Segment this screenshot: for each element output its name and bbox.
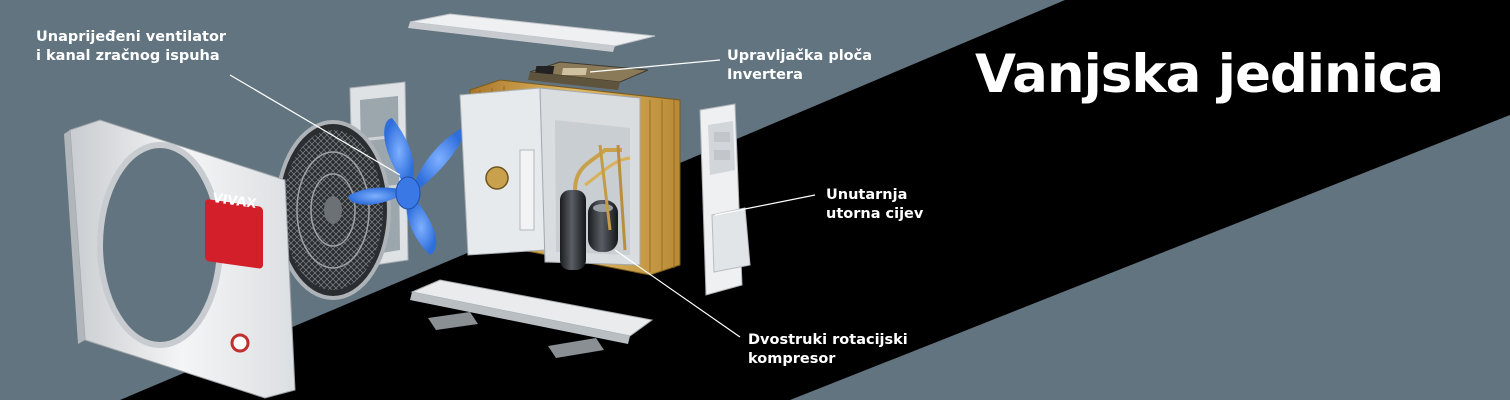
side-cover <box>699 103 751 296</box>
control-board <box>528 61 649 90</box>
top-cover <box>408 13 656 52</box>
callout-board: Upravljačka ploča Invertera <box>727 47 872 85</box>
base-tray <box>410 279 654 358</box>
callout-compressor-line1: Dvostruki rotacijski <box>748 332 908 348</box>
compressor <box>560 144 631 270</box>
callout-pipe: Unutarnja utorna cijev <box>826 186 923 224</box>
blue-fan <box>348 118 465 255</box>
callout-fan-line2: i kanal zračnog ispuha <box>36 48 220 64</box>
fan-guard <box>275 120 391 300</box>
callout-board-line2: Invertera <box>727 67 803 83</box>
callout-compressor-line2: kompresor <box>748 351 836 367</box>
callout-board-line1: Upravljačka ploča <box>727 48 873 64</box>
brand-logo-text: VIVAX <box>212 191 258 212</box>
front-panel <box>64 119 296 399</box>
callout-compressor: Dvostruki rotacijski kompresor <box>748 331 908 369</box>
callout-pipe-line2: utorna cijev <box>826 206 924 222</box>
page-title: Vanjska jedinica <box>975 44 1444 105</box>
callout-fan: Unaprijeđeni ventilator i kanal zračnog … <box>36 28 226 66</box>
callout-pipe-line1: Unutarnja <box>826 187 908 203</box>
callout-fan-line1: Unaprijeđeni ventilator <box>36 29 227 45</box>
callout-lines <box>229 59 816 338</box>
